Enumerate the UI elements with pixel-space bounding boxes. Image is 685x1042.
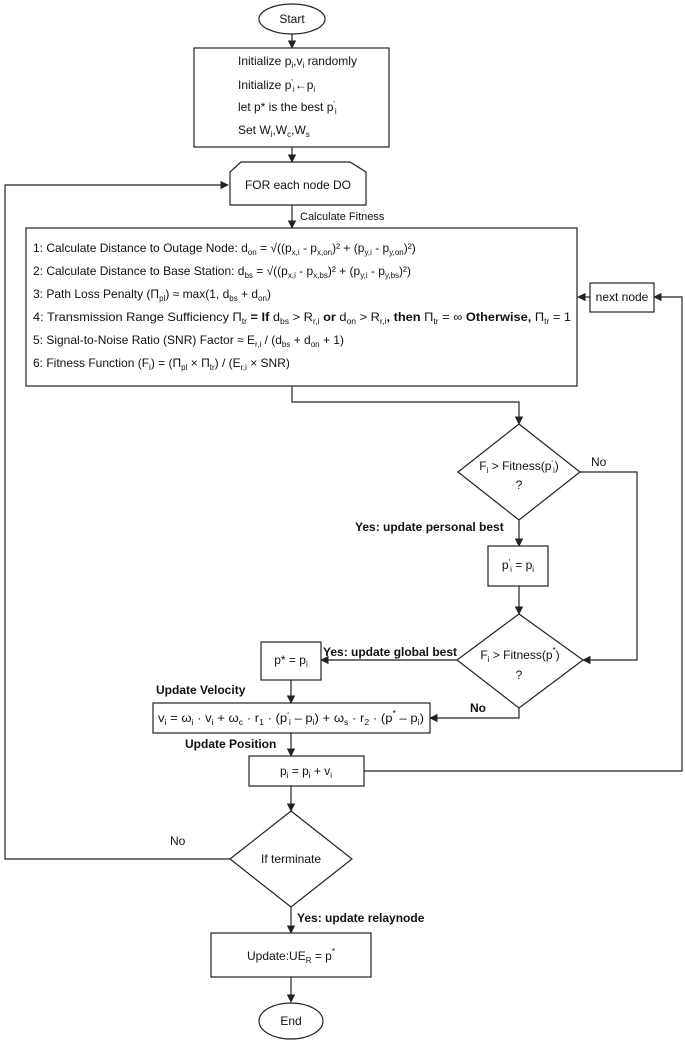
final-update-eq: Update:UER = p* <box>247 947 335 965</box>
personal-update-eq: p'i = pi <box>502 558 534 574</box>
init-line-1: Initialize pi,vi randomly <box>238 54 357 70</box>
decision-terminate: If terminate <box>229 810 353 908</box>
loop-label: FOR each node DO <box>245 178 351 192</box>
yes-personal-label: Yes: update personal best <box>355 520 504 534</box>
start-terminal: Start <box>258 3 326 35</box>
decision-personal-best: Fi > Fitness(p'i) ? <box>457 423 581 521</box>
final-update-box: Update:UER = p* <box>210 932 372 978</box>
arrow-terminate-no <box>4 180 230 860</box>
decision1-condition: Fi > Fitness(p'i) <box>479 459 558 475</box>
decision1-question: ? <box>516 478 523 492</box>
decision2-question: ? <box>516 668 523 682</box>
end-terminal: End <box>258 1002 324 1040</box>
global-update-box: p* = pi <box>260 641 322 681</box>
fitness-step-6: 6: Fitness Function (Fi) = (Πpl × Πtr) /… <box>33 356 290 372</box>
next-node-label: next node <box>596 290 649 304</box>
start-label: Start <box>279 12 305 26</box>
loop-box: FOR each node DO <box>229 161 367 206</box>
end-label: End <box>280 1014 301 1028</box>
connectors <box>4 34 683 1003</box>
init-line-2: Initialize p'i←pi <box>238 78 315 94</box>
init-line-3: let p* is the best p'i <box>238 100 337 116</box>
no-label-1: No <box>591 455 607 469</box>
init-line-4: Set Wi,Wc,Ws <box>238 123 310 139</box>
fitness-step-1: 1: Calculate Distance to Outage Node: do… <box>33 241 416 257</box>
update-position-label: Update Position <box>185 737 276 751</box>
terminate-label: If terminate <box>261 852 321 866</box>
decision-global-best: Fi > Fitness(p*) ? <box>456 613 585 709</box>
update-velocity-label: Update Velocity <box>156 683 246 697</box>
arrow-fitness-to-decision1 <box>291 386 524 425</box>
yes-global-label: Yes: update global best <box>323 645 457 659</box>
position-eq: pi = pi + vi <box>280 764 332 780</box>
init-box: Initialize pi,vi randomly Initialize p'i… <box>193 47 390 148</box>
fitness-step-3: 3: Path Loss Penalty (Πpl) ≈ max(1, dbs … <box>33 287 271 303</box>
arrow-decision1-no <box>580 471 638 665</box>
no-label-2: No <box>470 701 486 715</box>
yes-relay-label: Yes: update relaynode <box>297 911 425 925</box>
next-node-box: next node <box>589 282 655 313</box>
fitness-step-2: 2: Calculate Distance to Base Station: d… <box>33 264 411 280</box>
fitness-box: 1: Calculate Distance to Outage Node: do… <box>25 227 578 387</box>
calc-fitness-label: Calculate Fitness <box>300 211 385 223</box>
arrow-decision2-no <box>429 708 520 723</box>
no-label-3: No <box>170 834 186 848</box>
decision2-condition: Fi > Fitness(p*) <box>480 646 559 664</box>
fitness-step-5: 5: Signal-to-Noise Ratio (SNR) Factor ≈ … <box>33 333 344 349</box>
position-box: pi = pi + vi <box>248 755 365 787</box>
global-update-eq: p* = pi <box>274 653 308 669</box>
personal-update-box: p'i = pi <box>487 545 549 587</box>
